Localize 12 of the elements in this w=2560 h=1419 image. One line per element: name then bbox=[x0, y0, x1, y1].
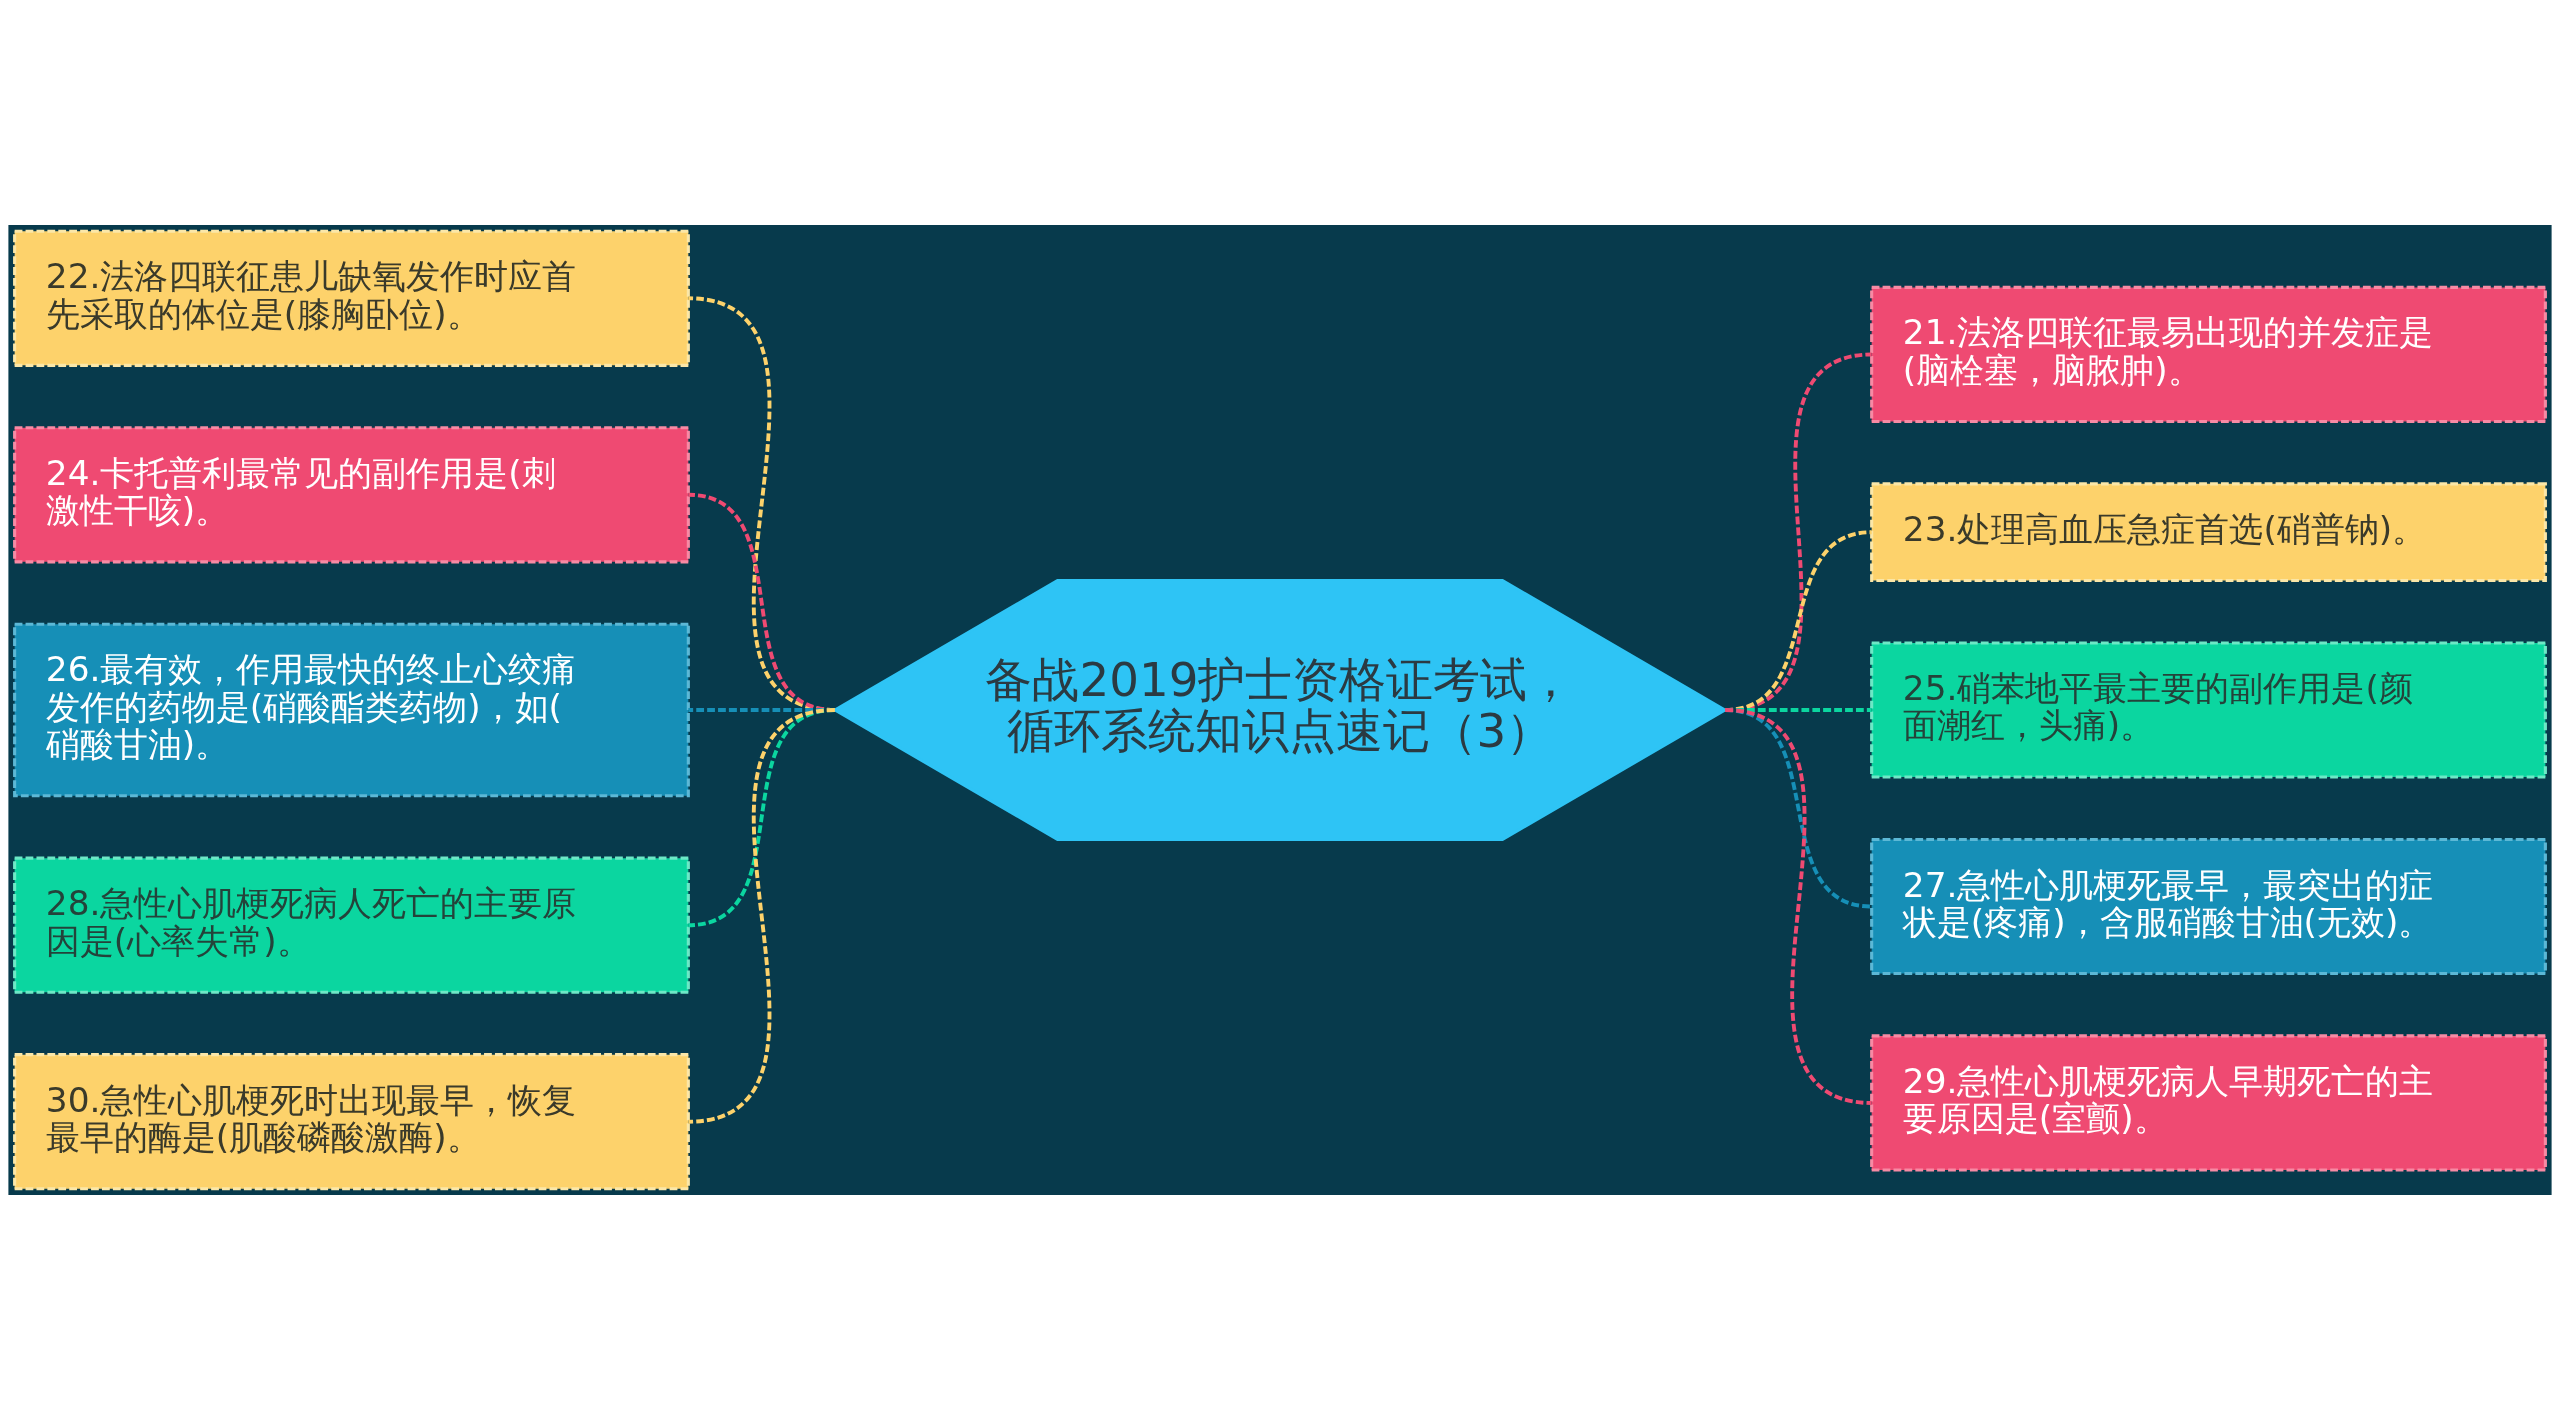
node-box: 28.急性心肌梗死病人死亡的主要原因是(心率失常)。 bbox=[13, 856, 690, 994]
connector bbox=[687, 707, 836, 1124]
node-box: 30.急性心肌梗死时出现最早，恢复最早的酶是(肌酸磷酸激酶)。 bbox=[13, 1052, 690, 1190]
node-box: 25.硝苯地平最主要的副作用是(颜面潮红，头痛)。 bbox=[1870, 640, 2547, 779]
node-box: 29.急性心肌梗死病人早期死亡的主要原因是(室颤)。 bbox=[1870, 1033, 2547, 1172]
node-box: 23.处理高血压急症首选(硝普钠)。 bbox=[1870, 481, 2547, 582]
node-box: 26.最有效，作用最快的终止心绞痛发作的药物是(硝酸酯类药物)，如(硝酸甘油)。 bbox=[13, 622, 690, 797]
node-box: 22.法洛四联征患儿缺氧发作时应首先采取的体位是(膝胸卧位)。 bbox=[13, 229, 690, 367]
node-box: 27.急性心肌梗死最早，最突出的症状是(疼痛)，含服硝酸甘油(无效)。 bbox=[1870, 837, 2547, 975]
node-box: 24.卡托普利最常见的副作用是(刺激性干咳)。 bbox=[13, 425, 690, 563]
connector bbox=[1724, 707, 1873, 1105]
node-box: 21.法洛四联征最易出现的并发症是(脑栓塞，脑脓肿)。 bbox=[1870, 285, 2547, 423]
